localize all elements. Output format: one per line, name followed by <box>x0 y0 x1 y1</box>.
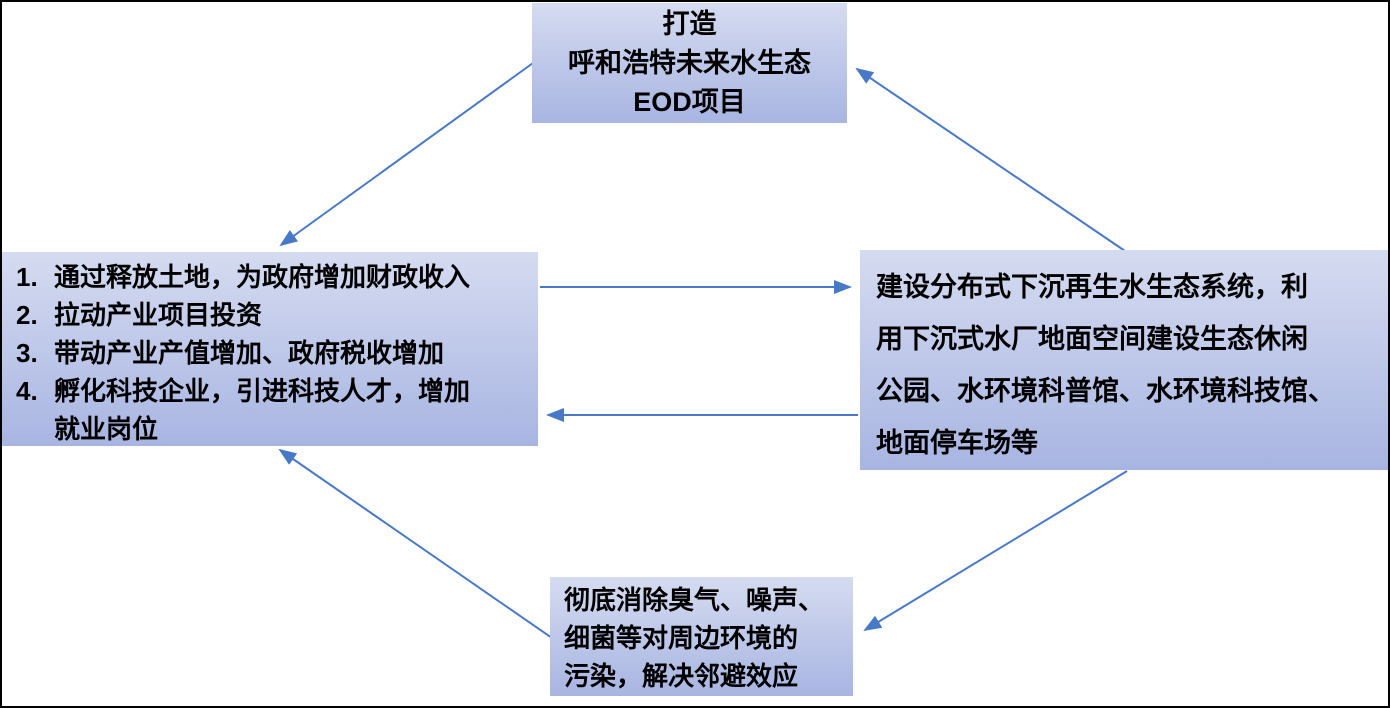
list-item-number: 2. <box>16 300 38 330</box>
list-item: 1. 通过释放土地，为政府增加财政收入 <box>16 258 534 296</box>
node-ecosystem-construction: 建设分布式下沉再生水生态系统，利 用下沉式水厂地面空间建设生态休闲 公园、水环境… <box>860 250 1388 470</box>
list-item: 4. 孵化科技企业，引进科技人才，增加 就业岗位 <box>16 372 534 448</box>
list-item-text: 孵化科技企业，引进科技人才，增加 就业岗位 <box>54 376 471 444</box>
arrow-right-to-top <box>855 67 1126 252</box>
list-item: 3. 带动产业产值增加、政府税收增加 <box>16 334 534 372</box>
list-item: 2. 拉动产业项目投资 <box>16 296 534 334</box>
arrow-right-to-bottom <box>863 470 1128 632</box>
list-item-text: 带动产业产值增加、政府税收增加 <box>54 338 445 368</box>
node-eod-project-goal: 打造 呼和浩特未来水生态 EOD项目 <box>532 3 847 123</box>
node-pollution-elimination: 彻底消除臭气、噪声、 细菌等对周边环境的 污染，解决邻避效应 <box>550 577 853 696</box>
list-item-number: 3. <box>16 338 38 368</box>
list-item-number: 1. <box>16 262 38 292</box>
list-item-number: 4. <box>16 376 38 406</box>
node-government-benefits-list: 1. 通过释放土地，为政府增加财政收入 2. 拉动产业项目投资 3. 带动产业产… <box>2 252 538 446</box>
arrow-top-to-left <box>279 62 534 247</box>
arrow-bottom-to-left <box>278 448 553 639</box>
list-item-text: 通过释放土地，为政府增加财政收入 <box>54 262 471 292</box>
list-item-text: 拉动产业项目投资 <box>54 300 263 330</box>
